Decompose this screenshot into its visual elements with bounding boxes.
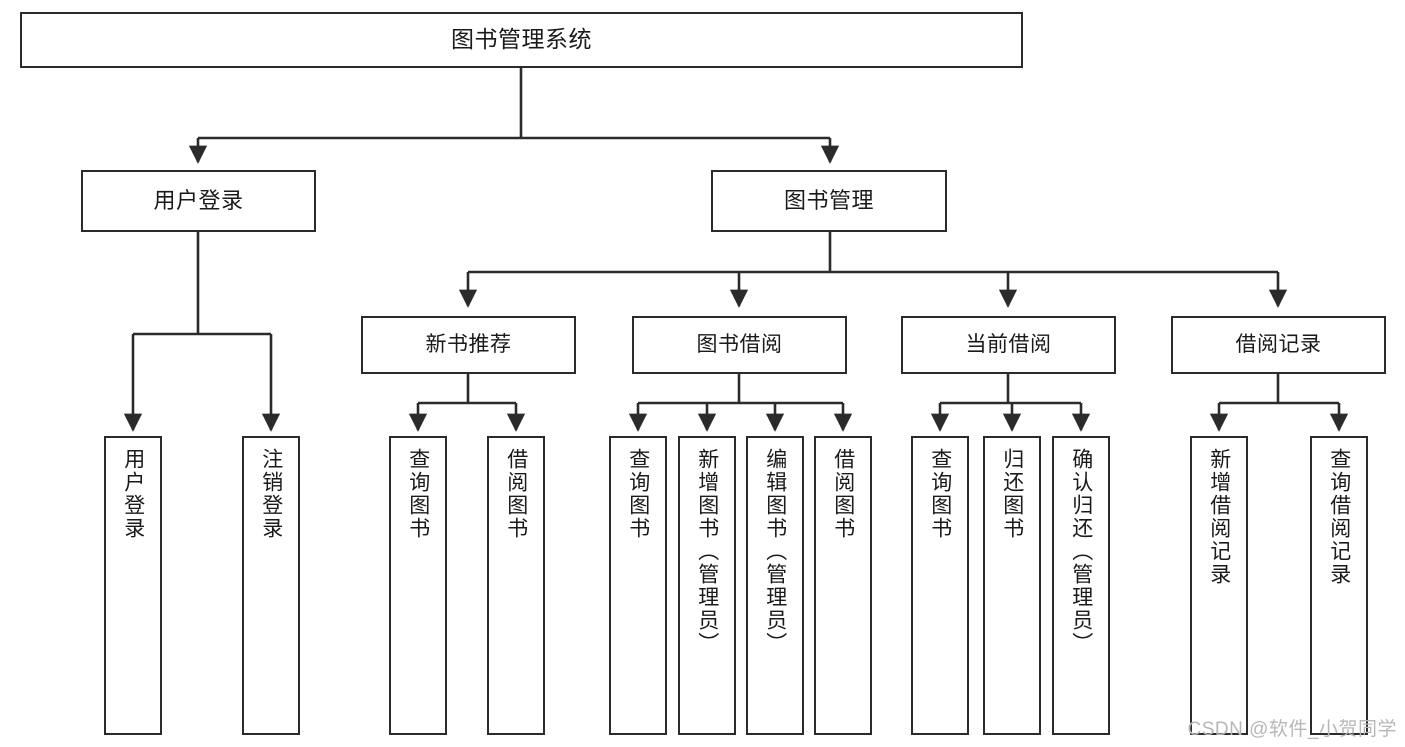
node-user-login[interactable]: 用户登录	[81, 170, 316, 232]
node-label: 新增借阅记录	[1207, 448, 1231, 586]
node-label: 新书推荐	[425, 333, 512, 357]
node-label: 图书借阅	[696, 333, 783, 357]
node-label: 查询借阅记录	[1327, 448, 1351, 586]
node-label: 借阅图书	[504, 448, 528, 540]
node-label: 当前借阅	[965, 333, 1052, 357]
node-label: 归还图书	[1000, 448, 1024, 540]
node-leaf-return-book[interactable]: 归还图书	[983, 436, 1041, 735]
node-current-borrow[interactable]: 当前借阅	[901, 316, 1116, 374]
node-label: 用户登录	[153, 187, 244, 213]
node-label: 注销登录	[259, 448, 283, 540]
node-borrow-record[interactable]: 借阅记录	[1171, 316, 1386, 374]
node-new-book-recommend[interactable]: 新书推荐	[361, 316, 576, 374]
node-label: 确认归还（管理员）	[1069, 448, 1093, 655]
node-label: 编辑图书（管理员）	[763, 448, 787, 655]
node-leaf-query-borrow-record[interactable]: 查询借阅记录	[1310, 436, 1368, 735]
node-label: 查询图书	[928, 448, 952, 540]
node-label: 借阅记录	[1235, 333, 1322, 357]
node-leaf-add-book-admin[interactable]: 新增图书（管理员）	[678, 436, 736, 735]
node-leaf-confirm-return-admin[interactable]: 确认归还（管理员）	[1052, 436, 1110, 735]
node-label: 查询图书	[626, 448, 650, 540]
node-leaf-borrow-book-recommend[interactable]: 借阅图书	[487, 436, 545, 735]
node-label: 用户登录	[121, 448, 145, 540]
node-leaf-query-book-recommend[interactable]: 查询图书	[389, 436, 447, 735]
node-leaf-edit-book-admin[interactable]: 编辑图书（管理员）	[746, 436, 804, 735]
node-label: 查询图书	[406, 448, 430, 540]
node-leaf-user-login[interactable]: 用户登录	[104, 436, 162, 735]
node-leaf-query-book-borrow[interactable]: 查询图书	[609, 436, 667, 735]
node-book-borrow[interactable]: 图书借阅	[632, 316, 847, 374]
node-label: 新增图书（管理员）	[695, 448, 719, 655]
node-book-management[interactable]: 图书管理	[711, 170, 947, 232]
watermark: CSDN @软件_小贺同学	[1187, 719, 1397, 740]
node-leaf-query-book-current[interactable]: 查询图书	[911, 436, 969, 735]
node-label: 借阅图书	[831, 448, 855, 540]
node-leaf-borrow-book[interactable]: 借阅图书	[814, 436, 872, 735]
node-label: 图书管理系统	[451, 26, 592, 53]
node-label: 图书管理	[783, 187, 874, 213]
node-leaf-logout[interactable]: 注销登录	[242, 436, 300, 735]
node-leaf-add-borrow-record[interactable]: 新增借阅记录	[1190, 436, 1248, 735]
node-root-system[interactable]: 图书管理系统	[20, 12, 1023, 68]
